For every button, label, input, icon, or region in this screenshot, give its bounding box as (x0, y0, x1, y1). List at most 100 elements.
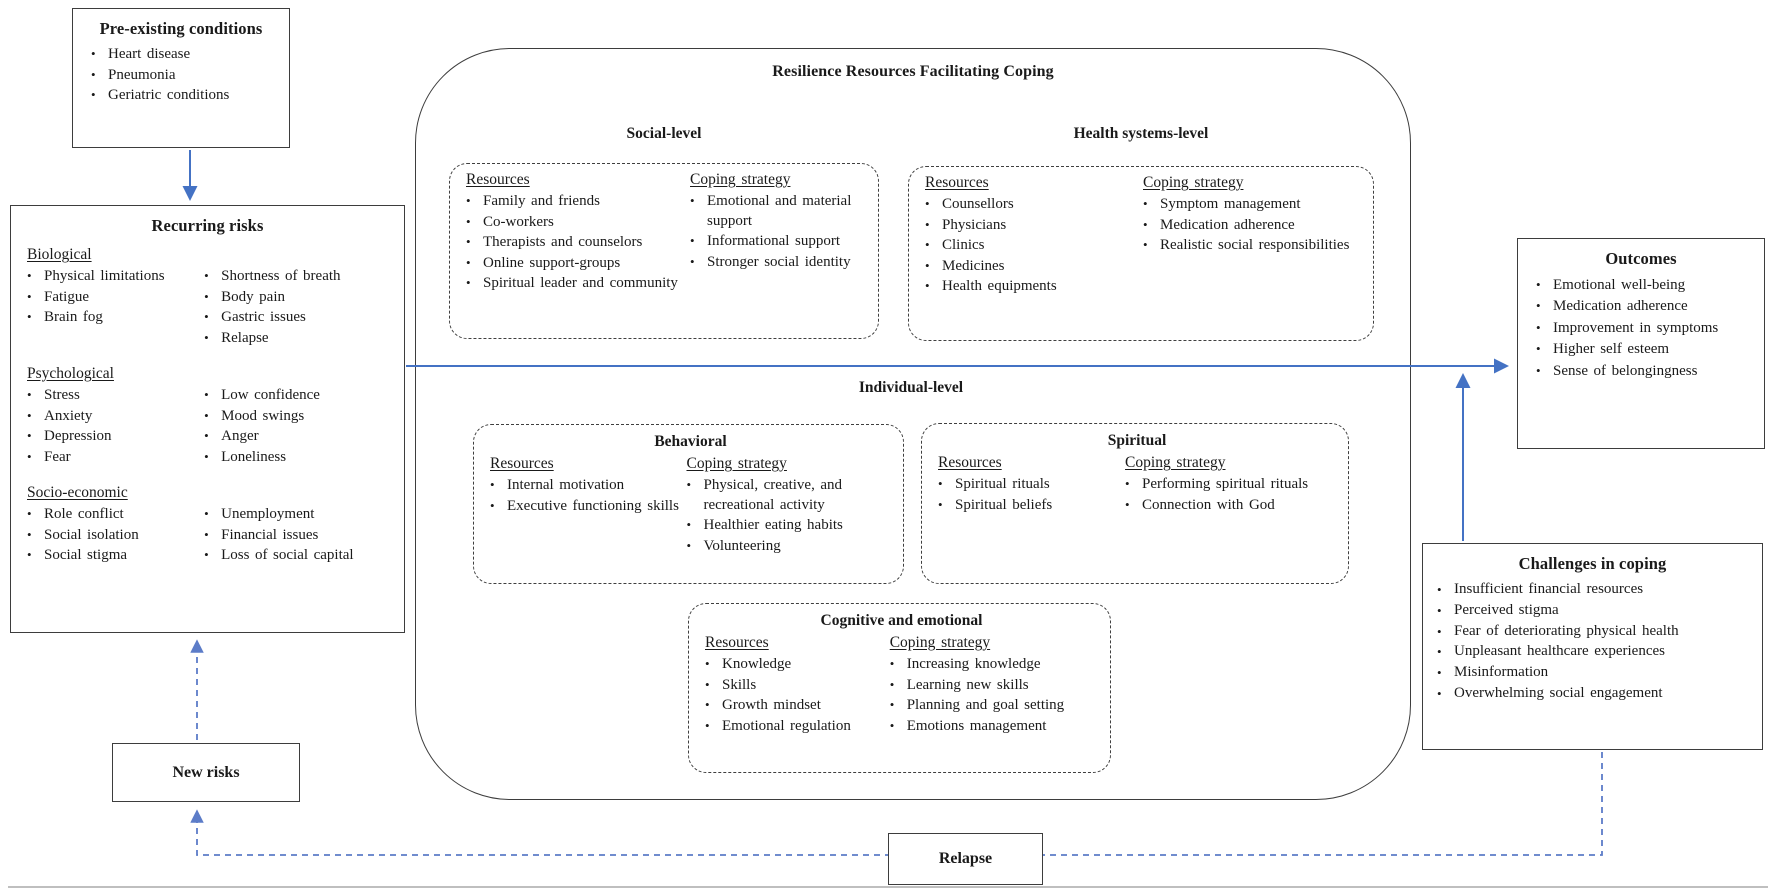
list-item-text: Physicians (942, 216, 1007, 233)
bullet-icon: • (490, 497, 495, 513)
list-item: •Counsellors (925, 195, 1143, 215)
list-item-text: Insufficient financial resources (1454, 581, 1644, 597)
bullet-icon: • (705, 697, 710, 712)
psychological-heading: Psychological (27, 365, 114, 382)
bullet-icon: • (925, 196, 930, 211)
bullet-icon: • (466, 213, 471, 229)
bullet-icon: • (204, 526, 209, 542)
bullet-icon: • (1437, 665, 1442, 681)
list-item-text: Physical limitations (44, 268, 165, 284)
list-item-text: Spiritual rituals (955, 476, 1050, 492)
behavioral-resources-list: •Internal motivation• Executive functioni… (490, 476, 686, 516)
list-item: •Connection with God (1125, 496, 1336, 516)
list-item: •Gastric issues (204, 308, 396, 328)
list-item: •Stronger social identity (690, 253, 866, 273)
list-item: •Higher self esteem (1536, 339, 1754, 359)
bullet-icon: • (204, 547, 209, 562)
resilience-resources-container: Resilience Resources Facilitating Coping… (415, 48, 1411, 800)
list-item: • Fear (27, 448, 204, 468)
list-item-text: Low confidence (221, 387, 320, 403)
list-item: •Loneliness (204, 448, 396, 468)
new-risks-box: New risks (112, 743, 300, 802)
bullet-icon: • (27, 526, 32, 542)
list-item-text: Loneliness (221, 448, 287, 465)
list-item: •Healthier eating habits (686, 516, 891, 536)
bullet-icon: • (1536, 341, 1541, 357)
list-item: •Skills (705, 676, 890, 696)
bullet-icon: • (889, 717, 895, 733)
challenges-in-coping-box: Challenges in coping • Insufficient finan… (1422, 543, 1763, 750)
bullet-icon: • (91, 66, 96, 82)
list-item: •Physical, creative, and recreational ac… (686, 476, 891, 515)
socio-economic-col2: •Unemployment•Financial issues•Loss of s… (204, 505, 396, 567)
list-item: •Emotional regulation (705, 717, 890, 737)
cognitive-emotional-title: Cognitive and emotional (820, 612, 983, 629)
challenges-title: Challenges in coping (1518, 554, 1667, 573)
bullet-icon: • (27, 506, 32, 521)
list-item: •Fatigue (27, 288, 204, 308)
bullet-icon: • (1125, 496, 1130, 512)
list-item-text: Emotional and material support (707, 193, 852, 229)
list-item: •Medication adherence (1536, 296, 1754, 316)
bullet-icon: • (27, 387, 32, 402)
list-item: •Low confidence (204, 386, 396, 406)
list-item-text: Knowledge (722, 656, 792, 672)
list-item-text: Unpleasant healthcare experiences (1454, 643, 1665, 660)
social-resources-list: •Family and friends•Co-workers•Therapist… (466, 192, 690, 294)
list-item-text: Financial issues (221, 526, 319, 543)
behavioral-coping-list: •Physical, creative, and recreational ac… (686, 476, 891, 556)
list-item: •Increasing knowledge (890, 655, 1098, 675)
list-item: •Therapists and counselors (466, 233, 690, 253)
resources-heading: Resources (705, 634, 769, 651)
list-item-text: Realistic social responsibilities (1160, 237, 1350, 253)
bullet-icon: • (1437, 685, 1442, 701)
cognitive-emotional-panel: Cognitive and emotional Resources • Knowl… (688, 603, 1111, 773)
list-item-text: Shortness of breath (221, 268, 341, 284)
list-item-text: Role conflict (44, 506, 124, 522)
resilience-resources-title: Resilience Resources Facilitating Coping (772, 63, 1054, 80)
list-item: •Geriatric conditions (91, 86, 279, 106)
list-item: • Financial issues (204, 526, 396, 546)
list-item: •Performing spiritual rituals (1125, 475, 1336, 495)
list-item-text: Heart disease (108, 46, 191, 62)
psychological-section: Psychological •Stress•Anxiety•Depression… (11, 365, 404, 468)
list-item: •Growth mindset (705, 696, 890, 716)
list-item: • Role conflict (27, 505, 204, 525)
list-item-text: Overwhelming social engagement (1454, 684, 1663, 701)
individual-level-heading: Individual-level (858, 379, 964, 396)
list-item-text: Fear (44, 448, 71, 465)
outcomes-title: Outcomes (1605, 249, 1677, 268)
list-item: •Physicians (925, 216, 1143, 236)
bullet-icon: • (686, 537, 692, 553)
bullet-icon: • (1143, 237, 1148, 252)
bullet-icon: • (1536, 362, 1541, 378)
list-item: •Learning new skills (890, 676, 1098, 696)
bullet-icon: • (1536, 298, 1541, 314)
list-item-text: Anxiety (44, 407, 93, 424)
list-item: •Internal motivation (490, 476, 686, 496)
list-item: •Clinics (925, 236, 1143, 256)
list-item: •Emotional well-being (1536, 275, 1754, 295)
bullet-icon: • (204, 329, 209, 345)
bullet-icon: • (27, 547, 32, 562)
bullet-icon: • (27, 288, 32, 304)
list-item: •Body pain (204, 288, 396, 308)
list-item: •Informational support (690, 232, 866, 252)
list-item: •Unpleasant healthcare experiences (1437, 642, 1752, 662)
list-item-text: Geriatric conditions (108, 87, 230, 103)
relapse-box: Relapse (888, 833, 1043, 885)
psychological-col1: •Stress•Anxiety•Depression•Fear (27, 386, 204, 468)
list-item-text: Therapists and counselors (483, 234, 643, 250)
bullet-icon: • (690, 193, 695, 208)
bullet-icon: • (1536, 277, 1541, 292)
list-item: •Co-workers (466, 213, 690, 233)
cognitive-coping-list: •Increasing knowledge•Learning new skill… (890, 655, 1098, 736)
list-item-text: Healthier eating habits (703, 517, 843, 533)
list-item-text: Executive functioning skills (507, 497, 679, 514)
behavioral-title: Behavioral (654, 433, 727, 450)
list-item: • Overwhelming social engagement (1437, 684, 1752, 704)
socio-economic-col1: •Role conflict•Social isolation•Social s… (27, 505, 204, 567)
list-item-text: Unemployment (221, 506, 315, 522)
bullet-icon: • (27, 448, 32, 464)
list-item-text: Health equipments (942, 278, 1057, 294)
